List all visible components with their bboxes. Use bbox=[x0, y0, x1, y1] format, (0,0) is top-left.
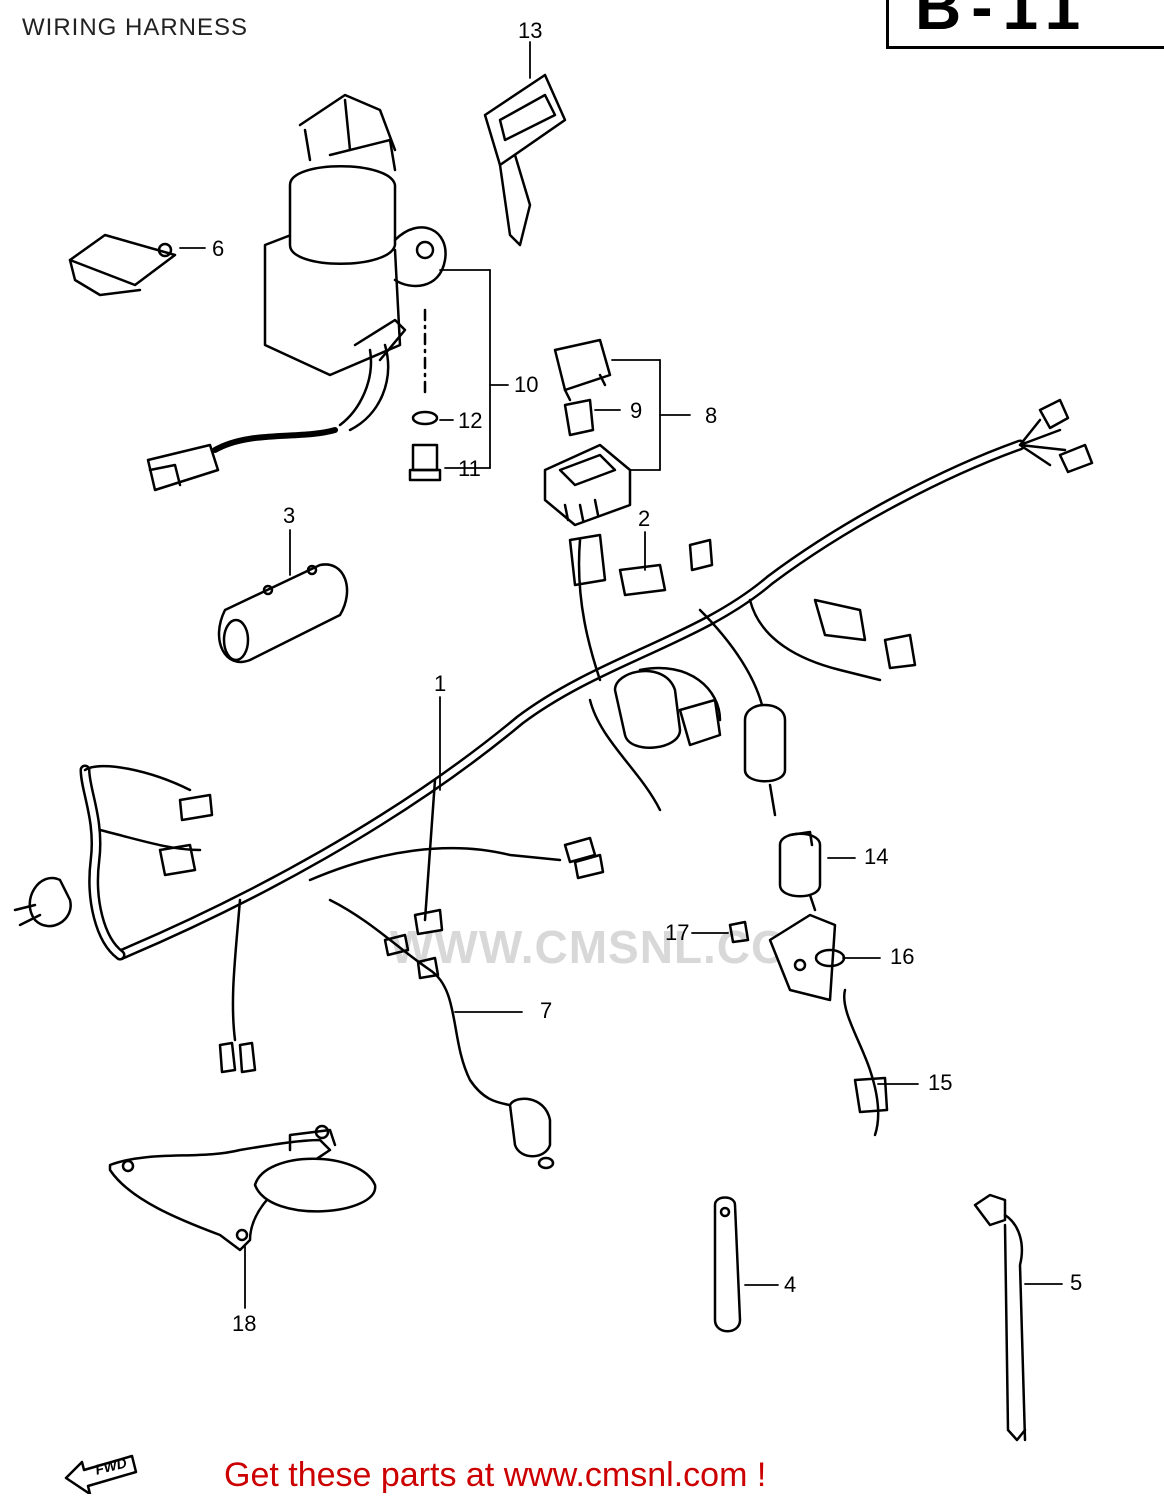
callout-11: 11 bbox=[458, 456, 481, 481]
rubber-band bbox=[713, 1196, 742, 1333]
callout-8: 8 bbox=[705, 403, 718, 428]
callout-1: 1 bbox=[434, 671, 447, 696]
diagram-code-box: B-11 bbox=[886, 0, 1164, 49]
callout-10: 10 bbox=[514, 372, 539, 397]
callout-17: 17 bbox=[665, 920, 690, 945]
ignition-key bbox=[483, 73, 567, 247]
footer-link[interactable]: Get these parts at www.cmsnl.com ! bbox=[224, 1456, 767, 1494]
lead-wire bbox=[328, 898, 555, 1170]
ignition-switch bbox=[146, 93, 447, 492]
callout-15: 15 bbox=[928, 1070, 953, 1095]
cable-tie bbox=[973, 1193, 1027, 1442]
neutral-switch bbox=[728, 830, 889, 1137]
wire-clamp bbox=[68, 233, 177, 297]
callout-5: 5 bbox=[1070, 1270, 1083, 1295]
horn bbox=[108, 1124, 377, 1252]
callout-9: 9 bbox=[630, 398, 643, 423]
diagram-title: WIRING HARNESS bbox=[22, 14, 249, 41]
watermark-text: WWW.CMSNL.COM bbox=[390, 921, 828, 973]
ignition-coil bbox=[217, 563, 349, 664]
relay-assembly bbox=[543, 338, 632, 527]
main-wiring-harness bbox=[13, 398, 1094, 1074]
callout-4: 4 bbox=[784, 1272, 797, 1297]
diagram-code: B-11 bbox=[915, 0, 1091, 43]
callout-16: 16 bbox=[890, 944, 915, 969]
forward-arrow-icon bbox=[64, 1454, 138, 1494]
callout-12: 12 bbox=[458, 408, 483, 433]
callout-18: 18 bbox=[232, 1311, 257, 1336]
callout-6: 6 bbox=[212, 236, 225, 261]
callout-2: 2 bbox=[638, 506, 651, 531]
leader-lines bbox=[179, 41, 1063, 1309]
callout-13: 13 bbox=[518, 18, 543, 43]
callout-7: 7 bbox=[540, 998, 553, 1023]
callout-3: 3 bbox=[283, 503, 296, 528]
callout-14: 14 bbox=[864, 844, 889, 869]
